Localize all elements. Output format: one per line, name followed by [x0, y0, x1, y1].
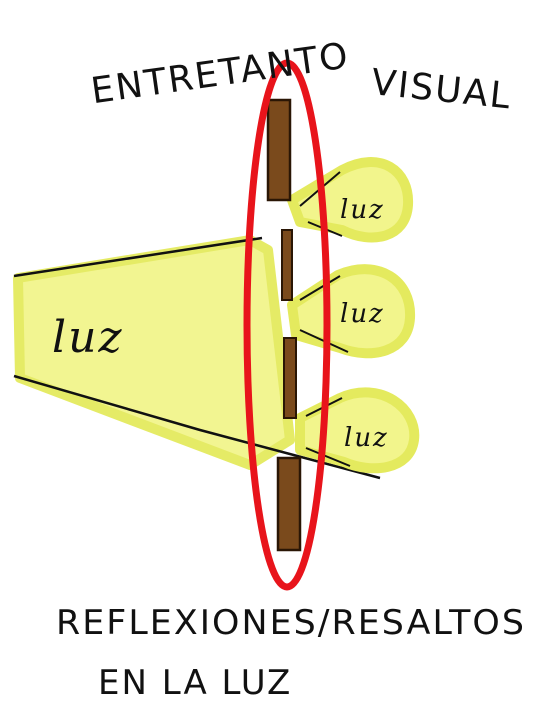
caption: REFLEXIONES/RESALTOS EN LA LUZ [56, 603, 526, 703]
beam-middle-label: luz [340, 299, 385, 329]
title-word-2: VISUAL [369, 62, 514, 118]
caption-line-2: EN LA LUZ [98, 663, 292, 703]
title-word-1: ENTRETANTO [89, 35, 353, 112]
slat-2 [282, 230, 292, 300]
title: ENTRETANTO VISUAL [89, 35, 514, 117]
beam-bottom-label: luz [344, 423, 389, 453]
slat-3 [284, 338, 296, 418]
beam-top-label: luz [340, 195, 385, 225]
source-light-label: luz [52, 312, 124, 363]
slat-4 [278, 458, 300, 550]
slat-1 [268, 100, 290, 200]
caption-line-1: REFLEXIONES/RESALTOS [56, 603, 526, 643]
